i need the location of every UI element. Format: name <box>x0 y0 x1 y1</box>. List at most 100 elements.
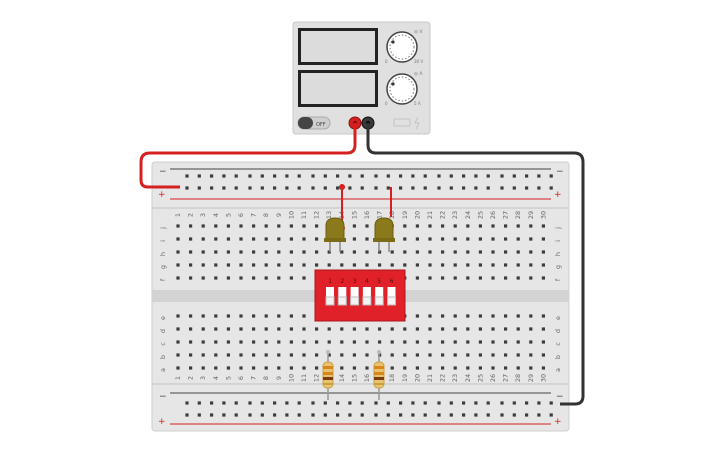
rail-hole[interactable] <box>512 174 516 178</box>
rail-hole[interactable] <box>285 401 289 405</box>
rail-hole[interactable] <box>437 401 441 405</box>
breadboard-hole[interactable] <box>466 263 470 267</box>
rail-hole[interactable] <box>323 413 327 417</box>
breadboard-hole[interactable] <box>541 224 545 228</box>
breadboard-hole[interactable] <box>504 250 508 254</box>
rail-hole[interactable] <box>525 186 529 190</box>
breadboard-hole[interactable] <box>214 263 218 267</box>
breadboard-hole[interactable] <box>239 276 243 280</box>
breadboard-hole[interactable] <box>302 327 306 331</box>
rail-hole[interactable] <box>210 413 214 417</box>
rail-hole[interactable] <box>500 186 504 190</box>
rail-hole[interactable] <box>549 186 553 190</box>
breadboard-hole[interactable] <box>466 327 470 331</box>
breadboard-hole[interactable] <box>415 263 419 267</box>
rail-hole[interactable] <box>210 186 214 190</box>
breadboard-hole[interactable] <box>340 263 344 267</box>
breadboard-hole[interactable] <box>365 327 369 331</box>
breadboard-hole[interactable] <box>264 340 268 344</box>
breadboard-hole[interactable] <box>239 353 243 357</box>
breadboard-hole[interactable] <box>264 353 268 357</box>
breadboard-hole[interactable] <box>529 327 533 331</box>
breadboard-hole[interactable] <box>176 327 180 331</box>
dip-switch-lever-tab[interactable] <box>325 296 335 306</box>
rail-hole[interactable] <box>185 413 189 417</box>
breadboard-hole[interactable] <box>365 263 369 267</box>
rail-hole[interactable] <box>525 174 529 178</box>
rail-hole[interactable] <box>437 186 441 190</box>
breadboard-hole[interactable] <box>226 366 230 370</box>
breadboard-hole[interactable] <box>302 353 306 357</box>
breadboard-hole[interactable] <box>189 250 193 254</box>
breadboard-hole[interactable] <box>453 327 457 331</box>
breadboard-hole[interactable] <box>415 276 419 280</box>
breadboard-hole[interactable] <box>441 224 445 228</box>
breadboard-hole[interactable] <box>390 250 394 254</box>
breadboard-hole[interactable] <box>289 237 293 241</box>
breadboard-hole[interactable] <box>365 366 369 370</box>
breadboard-hole[interactable] <box>453 314 457 318</box>
breadboard-hole[interactable] <box>264 263 268 267</box>
breadboard-hole[interactable] <box>277 327 281 331</box>
dip-switch-lever-tab[interactable] <box>387 296 396 306</box>
breadboard-hole[interactable] <box>478 250 482 254</box>
breadboard-hole[interactable] <box>428 276 432 280</box>
rail-hole[interactable] <box>462 401 466 405</box>
rail-hole[interactable] <box>386 186 390 190</box>
rail-hole[interactable] <box>449 401 453 405</box>
breadboard-hole[interactable] <box>504 276 508 280</box>
breadboard-hole[interactable] <box>403 263 407 267</box>
breadboard-hole[interactable] <box>478 353 482 357</box>
breadboard-hole[interactable] <box>277 250 281 254</box>
breadboard-hole[interactable] <box>239 327 243 331</box>
rail-hole[interactable] <box>549 413 553 417</box>
breadboard-hole[interactable] <box>390 366 394 370</box>
rail-hole[interactable] <box>260 401 264 405</box>
dip-switch-lever[interactable] <box>387 287 396 305</box>
rail-hole[interactable] <box>486 186 490 190</box>
breadboard-hole[interactable] <box>264 276 268 280</box>
breadboard-hole[interactable] <box>302 314 306 318</box>
breadboard-hole[interactable] <box>239 237 243 241</box>
rail-hole[interactable] <box>197 186 201 190</box>
power-supply[interactable]: ◎ V 0 30 V ◎ A 0 5 A OFF <box>292 21 431 135</box>
rail-hole[interactable] <box>512 413 516 417</box>
breadboard-hole[interactable] <box>176 276 180 280</box>
breadboard-hole[interactable] <box>415 250 419 254</box>
rail-hole[interactable] <box>386 413 390 417</box>
rail-hole[interactable] <box>360 401 364 405</box>
breadboard-hole[interactable] <box>302 263 306 267</box>
rail-hole[interactable] <box>197 401 201 405</box>
breadboard-hole[interactable] <box>504 366 508 370</box>
rail-hole[interactable] <box>474 186 478 190</box>
rail-hole[interactable] <box>348 174 352 178</box>
breadboard-hole[interactable] <box>453 263 457 267</box>
breadboard-hole[interactable] <box>340 250 344 254</box>
rail-hole[interactable] <box>512 401 516 405</box>
breadboard-hole[interactable] <box>365 353 369 357</box>
rail-hole[interactable] <box>248 174 252 178</box>
breadboard-hole[interactable] <box>516 340 520 344</box>
led-2[interactable] <box>373 217 395 252</box>
breadboard-hole[interactable] <box>214 314 218 318</box>
breadboard-hole[interactable] <box>340 327 344 331</box>
breadboard-hole[interactable] <box>541 263 545 267</box>
breadboard-hole[interactable] <box>252 366 256 370</box>
breadboard-hole[interactable] <box>504 340 508 344</box>
breadboard-hole[interactable] <box>378 327 382 331</box>
rail-hole[interactable] <box>474 174 478 178</box>
breadboard-hole[interactable] <box>201 340 205 344</box>
breadboard-hole[interactable] <box>428 340 432 344</box>
breadboard-hole[interactable] <box>252 263 256 267</box>
breadboard-hole[interactable] <box>428 314 432 318</box>
rail-hole[interactable] <box>462 186 466 190</box>
rail-hole[interactable] <box>185 186 189 190</box>
breadboard-hole[interactable] <box>478 276 482 280</box>
breadboard-hole[interactable] <box>453 250 457 254</box>
breadboard-hole[interactable] <box>491 224 495 228</box>
breadboard-hole[interactable] <box>415 314 419 318</box>
breadboard-hole[interactable] <box>441 366 445 370</box>
breadboard-hole[interactable] <box>189 366 193 370</box>
breadboard-hole[interactable] <box>176 237 180 241</box>
breadboard-hole[interactable] <box>214 327 218 331</box>
